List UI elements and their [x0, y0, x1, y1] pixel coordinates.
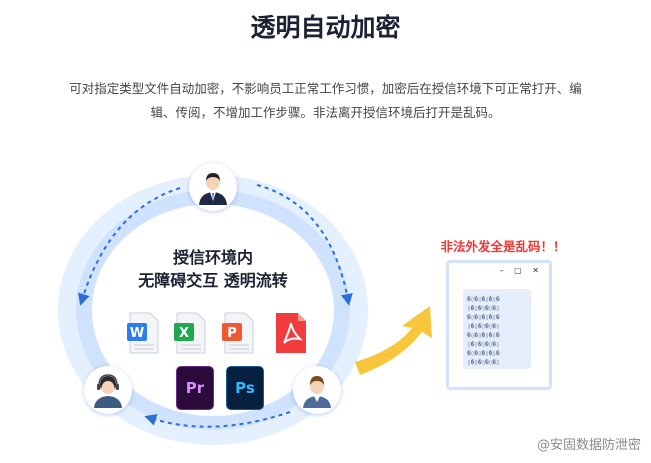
page-title: 透明自动加密	[250, 13, 401, 42]
pdf-icon	[276, 313, 306, 353]
window-controls: – ▢ ✕	[499, 266, 543, 275]
word-icon: W	[127, 312, 159, 354]
svg-text:W: W	[130, 326, 144, 341]
ppt-icon: P	[222, 312, 254, 354]
premiere-icon: Pr	[176, 366, 214, 410]
arrow-top-right	[256, 184, 353, 306]
watermark: @安固数据防泄密	[536, 438, 641, 453]
svg-text:X: X	[179, 326, 189, 341]
garbled-document-window: – ▢ ✕ �▯�▯�▯�▯� ▯�▯�▯�▯�▯ �▯�▯�▯�▯� ▯�▯�…	[446, 260, 552, 390]
arrow-bottom	[144, 411, 291, 428]
businessman-icon	[199, 173, 227, 205]
illegal-outbound-warning: 非法外发全是乱码！！	[440, 239, 566, 254]
seamless-flow-heading: 无障碍交互 透明流转	[138, 271, 288, 290]
description: 可对指定类型文件自动加密，不影响员工正常工作习惯，加密后在授信环境下可正常打开、…	[14, 77, 637, 125]
employee-avatar	[293, 366, 341, 414]
garbled-content-area: �▯�▯�▯�▯� ▯�▯�▯�▯�▯ �▯�▯�▯�▯� ▯�▯�▯�▯�▯ …	[463, 289, 531, 369]
manager-avatar	[189, 163, 237, 211]
share-arrow	[355, 306, 432, 375]
photoshop-icon: Ps	[226, 366, 264, 410]
description-line-1: 可对指定类型文件自动加密，不影响员工正常工作习惯，加密后在授信环境下可正常打开、…	[69, 81, 582, 96]
arrow-top-left	[78, 187, 181, 306]
garbled-text: �▯�▯�▯�▯� ▯�▯�▯�▯�▯ �▯�▯�▯�▯� ▯�▯�▯�▯�▯ …	[467, 296, 500, 366]
support-staff-icon	[94, 374, 122, 408]
svg-text:P: P	[227, 326, 237, 341]
employee-icon	[303, 376, 331, 408]
excel-icon: X	[174, 312, 206, 354]
photoshop-label: Ps	[235, 379, 255, 397]
description-line-2: 辑、传阅，不增加工作步骤。非法离开授信环境后打开是乱码。	[150, 105, 501, 120]
support-avatar	[84, 366, 132, 414]
trusted-environment-heading: 授信环境内	[172, 248, 253, 267]
premiere-label: Pr	[185, 379, 205, 397]
